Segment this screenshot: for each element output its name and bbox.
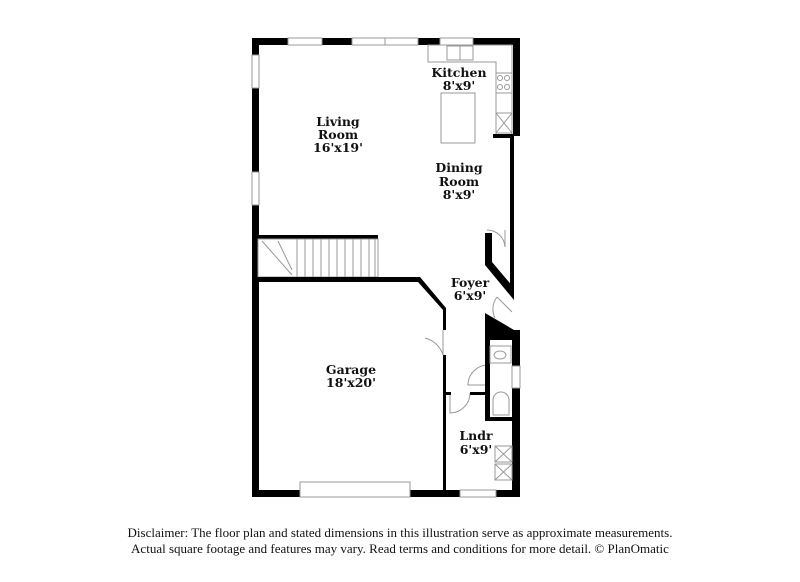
room-name: Kitchen — [431, 65, 486, 80]
room-size: 6'x9' — [454, 288, 487, 303]
garage-door — [299, 481, 411, 498]
room-label-garage: Garage 18'x20' — [326, 362, 376, 390]
window — [439, 37, 474, 46]
room-name: Room — [439, 174, 479, 189]
room-size: 18'x20' — [326, 375, 376, 390]
room-name: Living — [316, 114, 360, 129]
room-label-laundry: Lndr 6'x9' — [459, 428, 493, 457]
room-name: Garage — [326, 362, 376, 377]
room-label-foyer: Foyer 6'x9' — [451, 275, 490, 303]
bath-door — [467, 364, 489, 386]
room-name: Foyer — [451, 275, 490, 290]
window — [251, 54, 260, 89]
room-name: Dining — [435, 160, 483, 175]
toilet-icon — [492, 391, 510, 416]
door-swings — [424, 229, 513, 414]
hall-door — [449, 392, 471, 414]
disclaimer-line-1: Disclaimer: The floor plan and stated di… — [127, 525, 673, 540]
room-size: 8'x9' — [443, 78, 476, 93]
garage-walls — [258, 277, 446, 491]
window — [251, 171, 260, 206]
room-label-kitchen: Kitchen 8'x9' — [431, 65, 486, 93]
garage-entry-door — [424, 330, 444, 356]
closet-door — [486, 229, 506, 248]
window — [511, 365, 521, 389]
room-name: Lndr — [459, 428, 493, 443]
interior-walls — [443, 233, 514, 421]
bath-fixtures — [489, 345, 513, 481]
room-size: 8'x9' — [443, 187, 476, 202]
room-label-dining: Dining Room 8'x9' — [435, 160, 483, 202]
room-size: 16'x19' — [313, 140, 363, 155]
room-size: 6'x9' — [460, 442, 493, 457]
room-name: Room — [318, 127, 358, 142]
wall — [493, 134, 513, 138]
window — [287, 37, 323, 46]
windows — [251, 37, 521, 498]
front-door — [492, 296, 513, 319]
kitchen-fixtures — [427, 44, 513, 144]
kitchen-island — [440, 92, 476, 144]
window — [459, 489, 497, 498]
disclaimer-line-2: Actual square footage and features may v… — [131, 541, 669, 556]
room-label-living: Living Room 16'x19' — [313, 114, 363, 155]
staircase — [257, 235, 379, 278]
